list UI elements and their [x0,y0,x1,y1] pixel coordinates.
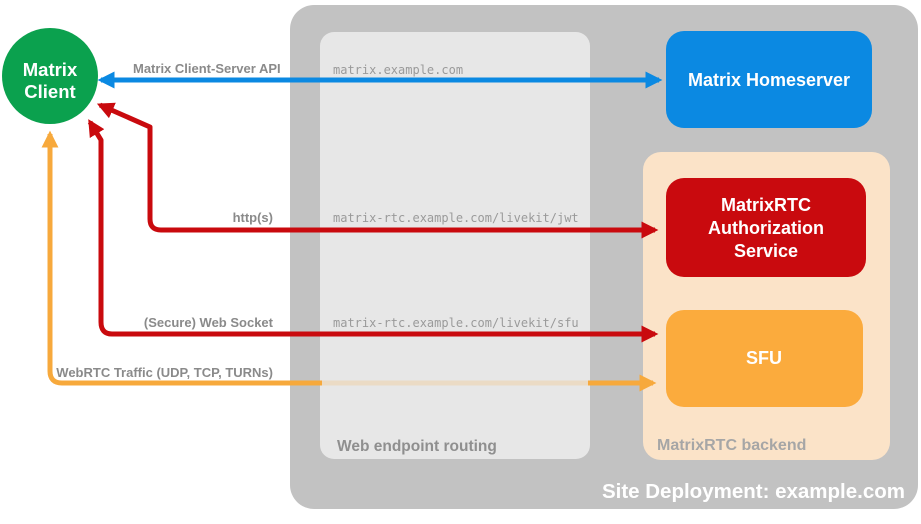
sfu-label: SFU [746,348,782,368]
auth-service-label-line3: Service [734,241,798,261]
web-endpoint-routing-box [320,32,590,459]
auth-service-label-line2: Authorization [708,218,824,238]
websocket-arrow-label: (Secure) Web Socket [144,315,274,330]
client-server-api-arrow-label: Matrix Client-Server API [133,61,281,76]
route-url-livekit-jwt: matrix-rtc.example.com/livekit/jwt [333,211,579,225]
webrtc-traffic-arrow-label: WebRTC Traffic (UDP, TCP, TURNs) [56,365,273,380]
matrix-client-label-line2: Client [24,81,75,102]
matrixrtc-authorization-service-box [666,178,866,277]
auth-service-label-line1: MatrixRTC [721,195,811,215]
matrix-client-label-line1: Matrix [23,59,78,80]
route-url-homeserver: matrix.example.com [333,63,463,77]
matrix-homeserver-label: Matrix Homeserver [688,70,850,90]
site-deployment-title: Site Deployment: example.com [602,480,905,503]
route-url-livekit-sfu: matrix-rtc.example.com/livekit/sfu [333,316,579,330]
matrix-homeserver-box [666,31,872,128]
web-endpoint-routing-label: Web endpoint routing [337,438,497,455]
https-arrow-label: http(s) [233,210,273,225]
websocket-arrow [87,119,659,343]
webrtc-traffic-arrow [41,130,657,392]
sfu-box [666,310,863,407]
matrixrtc-backend-label: MatrixRTC backend [657,437,806,454]
matrix-client-node [2,28,98,124]
